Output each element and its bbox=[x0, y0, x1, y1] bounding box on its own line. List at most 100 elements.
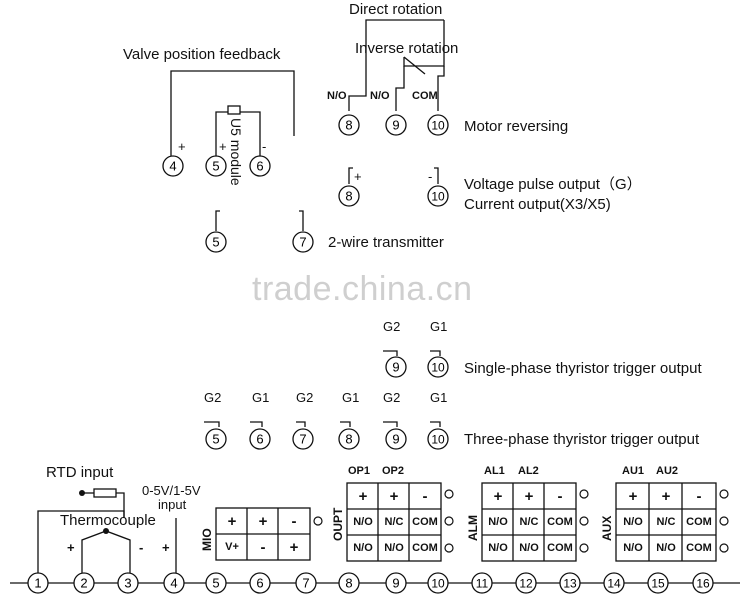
g1-label: G1 bbox=[252, 390, 270, 405]
terminal-number: 5 bbox=[212, 159, 219, 174]
terminal-number: 14 bbox=[607, 577, 621, 591]
mio-cell: + bbox=[227, 512, 237, 530]
valve-feedback-label: Valve position feedback bbox=[123, 46, 281, 63]
aux-cell: N/C bbox=[656, 516, 676, 528]
oupt-cell: N/O bbox=[353, 516, 373, 528]
terminal-2: 2 bbox=[73, 572, 95, 594]
alm-cell: COM bbox=[547, 542, 573, 554]
terminal-9: 9 bbox=[385, 428, 407, 450]
g1-label: G1 bbox=[342, 390, 360, 405]
terminal-12: 12 bbox=[515, 572, 537, 594]
al1-label: AL1 bbox=[484, 465, 505, 477]
terminal-11: 11 bbox=[471, 572, 493, 594]
mio-cell: + bbox=[258, 512, 268, 530]
watermark: trade.china.cn bbox=[252, 270, 473, 308]
three-phase-label: Three-phase thyristor trigger output bbox=[464, 431, 700, 448]
current-output-label: Current output(X3/X5) bbox=[464, 196, 611, 213]
terminal-1: 1 bbox=[27, 572, 49, 594]
alm-cell: + bbox=[493, 487, 503, 505]
plus-sign: + bbox=[162, 540, 170, 555]
minus-sign: - bbox=[139, 540, 144, 555]
mio-cell: - bbox=[260, 538, 266, 556]
terminal-10: 10 bbox=[427, 428, 449, 450]
oupt-cell: N/C bbox=[384, 516, 404, 528]
terminal-number: 2 bbox=[80, 576, 87, 591]
terminal-8: 8 bbox=[338, 428, 360, 450]
terminal-number: 6 bbox=[256, 432, 263, 447]
voltage-input-label-2: input bbox=[158, 497, 187, 512]
motor-reversing-label: Motor reversing bbox=[464, 118, 569, 135]
terminal-10: 10 bbox=[427, 572, 449, 594]
terminal-number: 12 bbox=[519, 577, 533, 591]
alm-cell: N/O bbox=[488, 542, 508, 554]
terminal-number: 8 bbox=[345, 118, 352, 133]
terminal-10: 10 bbox=[427, 114, 449, 136]
terminal-number: 11 bbox=[476, 577, 489, 591]
mio-cell: - bbox=[291, 512, 297, 530]
status-circle bbox=[579, 489, 589, 499]
voltage-input-label: 0-5V/1-5V bbox=[142, 483, 201, 498]
aux-cell: + bbox=[661, 487, 671, 505]
terminal-number: 10 bbox=[431, 361, 445, 375]
g2-label: G2 bbox=[204, 390, 222, 405]
alm-cell: N/O bbox=[488, 516, 508, 528]
terminal-number: 1 bbox=[34, 576, 41, 591]
al2-label: AL2 bbox=[518, 465, 539, 477]
terminal-8: 8 bbox=[338, 114, 360, 136]
terminal-number: 6 bbox=[256, 576, 263, 591]
terminal-7: 7 bbox=[292, 231, 314, 253]
terminal-number: 10 bbox=[431, 433, 445, 447]
alm-cell: COM bbox=[547, 516, 573, 528]
plus-sign: + bbox=[67, 540, 75, 555]
plus-sign: + bbox=[178, 139, 186, 154]
terminal-number: 6 bbox=[256, 159, 263, 174]
oupt-cell: N/O bbox=[384, 542, 404, 554]
terminal-10: 10 bbox=[427, 356, 449, 378]
terminal-number: 3 bbox=[124, 576, 131, 591]
au1-label: AU1 bbox=[622, 465, 645, 477]
alm-label: ALM bbox=[466, 515, 480, 541]
g2-label: G2 bbox=[383, 390, 401, 405]
terminal-number: 8 bbox=[345, 432, 352, 447]
aux-cell: N/O bbox=[656, 542, 676, 554]
no-label: N/O bbox=[370, 90, 390, 102]
aux-cell: COM bbox=[686, 542, 712, 554]
g1-label: G1 bbox=[430, 390, 448, 405]
aux-label: AUX bbox=[600, 515, 614, 541]
terminal-number: 4 bbox=[170, 576, 177, 591]
terminal-15: 15 bbox=[647, 572, 669, 594]
status-circle bbox=[719, 516, 729, 526]
status-circle bbox=[444, 489, 454, 499]
terminal-3: 3 bbox=[117, 572, 139, 594]
minus-sign: - bbox=[262, 139, 267, 154]
status-circle bbox=[313, 516, 323, 526]
oupt-cell: - bbox=[422, 487, 428, 505]
op1-label: OP1 bbox=[348, 465, 371, 477]
aux-cell: N/O bbox=[623, 516, 643, 528]
terminal-8: 8 bbox=[338, 572, 360, 594]
terminal-6: 6 bbox=[249, 428, 271, 450]
alm-cell: + bbox=[524, 487, 534, 505]
mio-label: MIO bbox=[200, 528, 214, 551]
thermocouple-label: Thermocouple bbox=[60, 512, 156, 529]
status-circle bbox=[579, 543, 589, 553]
terminal-8: 8 bbox=[338, 185, 360, 207]
terminal-number: 5 bbox=[212, 576, 219, 591]
voltage-pulse-label: Voltage pulse output（G） bbox=[464, 176, 642, 193]
terminal-number: 9 bbox=[392, 432, 399, 447]
minus-sign: - bbox=[428, 169, 433, 184]
terminal-5: 5 bbox=[205, 155, 227, 177]
terminal-6: 6 bbox=[249, 572, 271, 594]
alm-cell: - bbox=[557, 487, 563, 505]
mio-cell: + bbox=[289, 538, 299, 556]
terminal-5: 5 bbox=[205, 572, 227, 594]
u5-module-label: U5 module bbox=[228, 118, 244, 186]
two-wire-label: 2-wire transmitter bbox=[328, 234, 444, 251]
terminal-number: 10 bbox=[431, 577, 445, 591]
terminal-number: 9 bbox=[392, 360, 399, 375]
alm-cell: N/O bbox=[519, 542, 539, 554]
inverse-rotation-label: Inverse rotation bbox=[355, 40, 459, 57]
status-circle bbox=[444, 543, 454, 553]
terminal-number: 10 bbox=[431, 190, 445, 204]
